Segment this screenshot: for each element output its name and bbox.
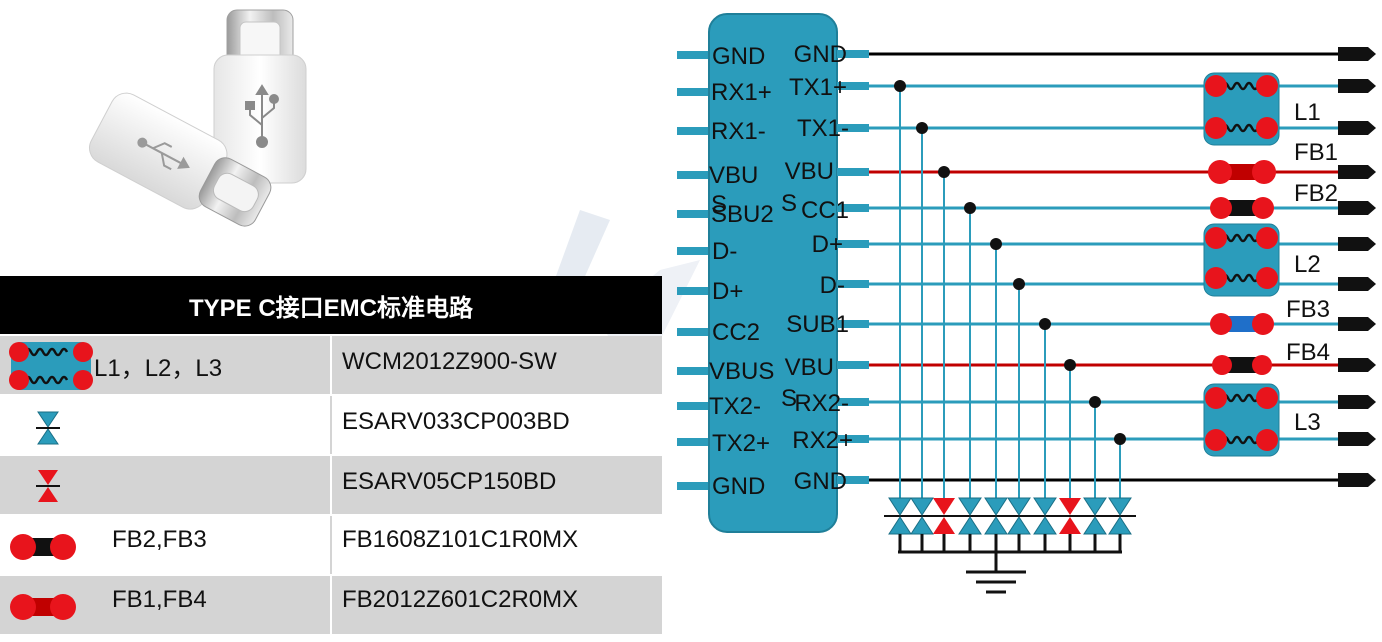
ground-symbol-icon [966,570,1026,594]
ferrite-bead-fb4 [1212,355,1272,375]
pin-label-right: D+ [812,231,843,258]
pin-label-right: GND [794,468,847,495]
label-l3: L3 [1294,409,1321,436]
junction-dots [894,80,1126,445]
red-ferrite-bead-icon [10,594,76,620]
ferrite-bead-fb1 [1208,160,1276,184]
pin-label-right: S [781,190,797,217]
part-number: FB1608Z101C1R0MX [342,526,579,553]
label-fb4: FB4 [1286,339,1330,366]
part-number: WCM2012Z900-SW [342,348,557,375]
common-mode-choke-l1 [1203,72,1280,146]
tvs-diode-array [884,497,1136,535]
pin-label-right: CC1 [801,197,849,224]
pin-label-right: RX2+ [792,427,853,454]
pin-label-right: GND [794,41,847,68]
left-pin-stubs [677,51,709,490]
pin-label-left: SBU2 [711,201,774,228]
tvs-diode [910,497,934,535]
label-l1: L1 [1294,99,1321,126]
label-l2: L2 [1294,251,1321,278]
ferrite-bead-fb3 [1210,313,1274,335]
pin-label-left: TX2+ [712,430,770,457]
tvs-diode [1033,497,1057,535]
usb-c-connector-body [708,13,838,533]
part-ref-label: L1，L2，L3 [94,355,223,382]
table-row: FB1,FB4 FB2012Z601C2R0MX [0,576,662,634]
pin-label-right: SUB1 [786,311,849,338]
ground-bus [898,534,1122,572]
pin-label-right: TX1+ [789,74,847,101]
tvs-diode-red [1059,498,1081,534]
part-ref-label: FB1,FB4 [112,586,207,613]
table-row: ESARV033CP003BD [0,396,662,454]
red-tvs-diode-icon [36,470,60,502]
pin-label-left: D- [712,238,737,265]
label-fb3: FB3 [1286,296,1330,323]
tvs-diode [1083,497,1107,535]
pin-label-right: S [781,385,797,412]
pin-label-left: RX1- [711,118,766,145]
right-pin-stubs [837,50,869,484]
pin-label-left: RX1+ [711,79,772,106]
pin-label-left: GND [712,473,765,500]
common-mode-choke-l3 [1203,383,1280,457]
table-row: L1，L2，L3 WCM2012Z900-SW [0,336,662,394]
pin-label-left: VBUS [709,358,774,385]
part-number: ESARV033CP003BD [342,408,570,435]
bom-table: TYPE C接口EMC标准电路 L1，L2，L3 WCM2012Z900-SW … [0,276,662,634]
pin-label-right: RX2- [794,390,849,417]
tvs-diode [1007,497,1031,535]
usb-logo-icon [245,84,279,148]
pin-label-right: VBU [785,158,834,185]
pin-label-left: GND [712,43,765,70]
label-fb1: FB1 [1294,139,1338,166]
pin-label-left: S [711,191,727,218]
pin-label-right: VBU [785,354,834,381]
pin-label-left: CC2 [712,319,760,346]
pin-label-right: TX1- [797,115,849,142]
pin-label-right: D- [820,272,845,299]
pin-label-left: D+ [712,278,743,305]
label-fb2: FB2 [1294,180,1338,207]
part-number: FB2012Z601C2R0MX [342,586,579,613]
ferrite-bead-fb2 [1210,197,1274,219]
table-row: ESARV05CP150BD [0,456,662,514]
pin-label-left: TX2- [709,393,761,420]
part-number: ESARV05CP150BD [342,468,557,495]
output-terminal-icons [1338,47,1376,487]
pin-label-left: VBU [709,162,758,189]
usb-type-c-adapter-photo [89,9,307,227]
black-ferrite-bead-icon [10,534,76,560]
blue-tvs-diode-icon [36,411,60,445]
table-row: FB2,FB3 FB1608Z101C1R0MX [0,516,662,574]
tvs-drop-lines [899,86,1121,500]
table-title: TYPE C接口EMC标准电路 [0,276,662,334]
common-mode-choke-l2 [1203,223,1280,297]
part-ref-label: FB2,FB3 [112,526,207,553]
tvs-diode-red [933,498,955,534]
common-mode-choke-icon [9,342,93,390]
